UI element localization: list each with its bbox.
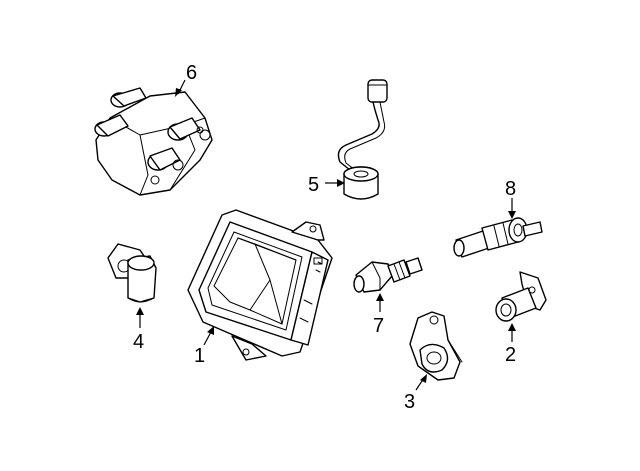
- callout-2: 2: [505, 344, 516, 366]
- callouts: 6 5 8 1 4 7 2 3: [133, 62, 516, 413]
- engine-control-module[interactable]: [187, 209, 333, 361]
- arrowhead-2: [508, 323, 516, 331]
- arrowhead-3: [420, 374, 427, 383]
- callout-7: 7: [373, 315, 384, 337]
- leader-lines: [136, 79, 516, 391]
- crankshaft-sensor[interactable]: [495, 271, 547, 322]
- callout-5: 5: [308, 174, 319, 196]
- throttle-position-sensor[interactable]: [409, 311, 463, 381]
- spark-plug[interactable]: [353, 257, 423, 293]
- arrowhead-1: [207, 326, 214, 335]
- callout-6: 6: [186, 62, 197, 84]
- temperature-sensor[interactable]: [453, 217, 543, 258]
- arrowhead-6: [175, 88, 182, 97]
- callout-4: 4: [133, 331, 144, 353]
- ignition-coil-pack[interactable]: [94, 87, 213, 196]
- callout-8: 8: [505, 178, 516, 200]
- arrowhead-8: [508, 211, 516, 219]
- callout-1: 1: [194, 345, 205, 367]
- arrowhead-4: [136, 307, 144, 315]
- callout-3: 3: [404, 391, 415, 413]
- knock-sensor[interactable]: [337, 79, 388, 200]
- camshaft-sensor[interactable]: [107, 243, 157, 303]
- arrowhead-5: [337, 179, 345, 187]
- arrowhead-7: [376, 293, 384, 301]
